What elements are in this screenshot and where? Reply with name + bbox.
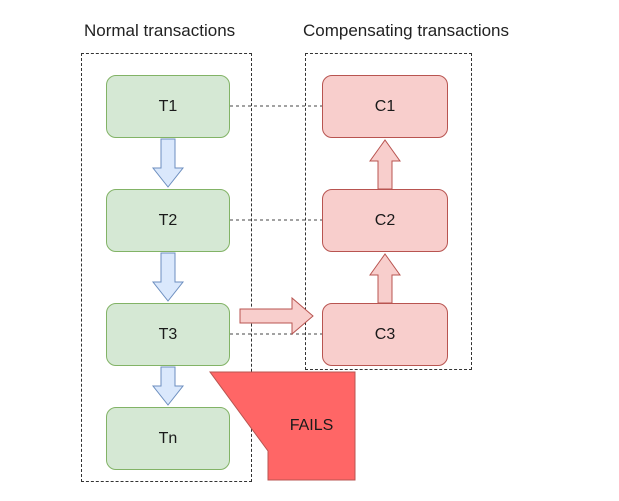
node-tn: Tn bbox=[106, 407, 230, 470]
node-t1: T1 bbox=[106, 75, 230, 138]
node-c2: C2 bbox=[322, 189, 448, 252]
compensating-transactions-title: Compensating transactions bbox=[303, 21, 510, 40]
fails-label: FAILS bbox=[289, 417, 334, 434]
normal-transactions-title: Normal transactions bbox=[84, 21, 236, 40]
normal-transactions-group bbox=[81, 53, 252, 482]
node-c3: C3 bbox=[322, 303, 448, 366]
node-t3: T3 bbox=[106, 303, 230, 366]
node-t2: T2 bbox=[106, 189, 230, 252]
node-c1: C1 bbox=[322, 75, 448, 138]
compensating-transactions-group bbox=[305, 53, 472, 370]
